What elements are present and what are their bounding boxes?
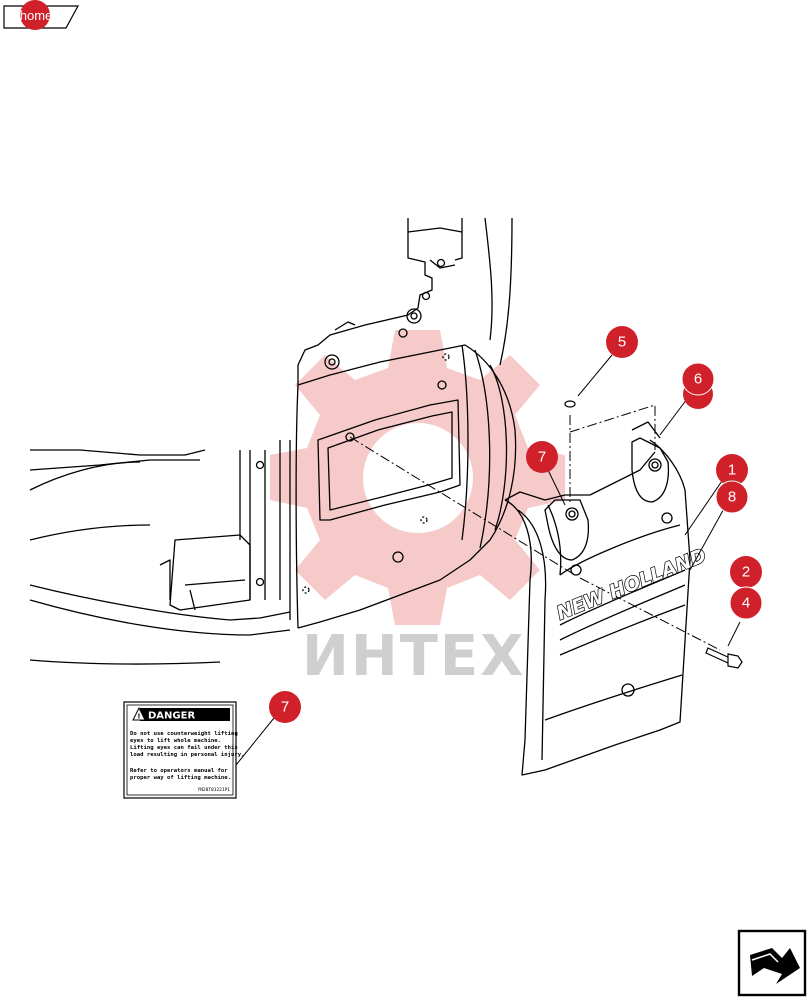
danger-line-2: eyes to lift whole machine. <box>130 738 221 744</box>
home-button[interactable]: home <box>3 0 80 30</box>
next-page-button[interactable] <box>737 929 807 997</box>
assembly-lines <box>349 404 721 651</box>
callout-label: 7 <box>538 449 546 466</box>
warning-triangle-icon <box>132 706 146 721</box>
callout-label: 7 <box>281 699 289 716</box>
callout-label: 5 <box>618 334 626 351</box>
danger-heading: DANGER <box>148 711 195 722</box>
home-label: home <box>20 8 53 23</box>
bolt-part <box>705 647 743 669</box>
callout-label: 2 <box>742 564 750 581</box>
callout-8[interactable]: 8 <box>715 480 749 514</box>
danger-line-6: Refer to operators manual for <box>130 768 228 774</box>
danger-line-1: Do not use counterweight lifting <box>130 731 238 737</box>
watermark-gear-icon <box>270 330 565 625</box>
leader-lines <box>231 354 741 771</box>
callout-label: 1 <box>728 462 736 479</box>
callout-label: 8 <box>728 489 736 506</box>
callout-6[interactable]: 6 <box>681 362 715 409</box>
machine-body <box>29 217 517 665</box>
danger-line-3: Lifting eyes can fail under this <box>130 745 238 751</box>
svg-text:!: ! <box>137 713 140 721</box>
danger-label: ! DANGER Do not use counterweight liftin… <box>123 701 245 799</box>
callout-5[interactable]: 5 <box>606 326 638 358</box>
plug-part <box>564 400 576 408</box>
callout-label: 6 <box>694 371 702 388</box>
callout-1[interactable]: 1 <box>716 454 748 486</box>
danger-line-7: proper way of lifting machine. <box>130 775 231 781</box>
callout-4[interactable]: 4 <box>729 586 763 620</box>
danger-code: YN20T01221P1 <box>197 787 230 793</box>
counterweight-cover <box>504 421 691 776</box>
watermark-text: ИНТЕХ <box>302 624 525 689</box>
callout-label: 4 <box>742 595 750 612</box>
danger-line-4: load resulting in personal injury. <box>130 751 245 758</box>
callout-7-label[interactable]: 7 <box>269 691 301 723</box>
callout-2[interactable]: 2 <box>730 556 762 588</box>
callout-7-top[interactable]: 7 <box>526 441 558 473</box>
